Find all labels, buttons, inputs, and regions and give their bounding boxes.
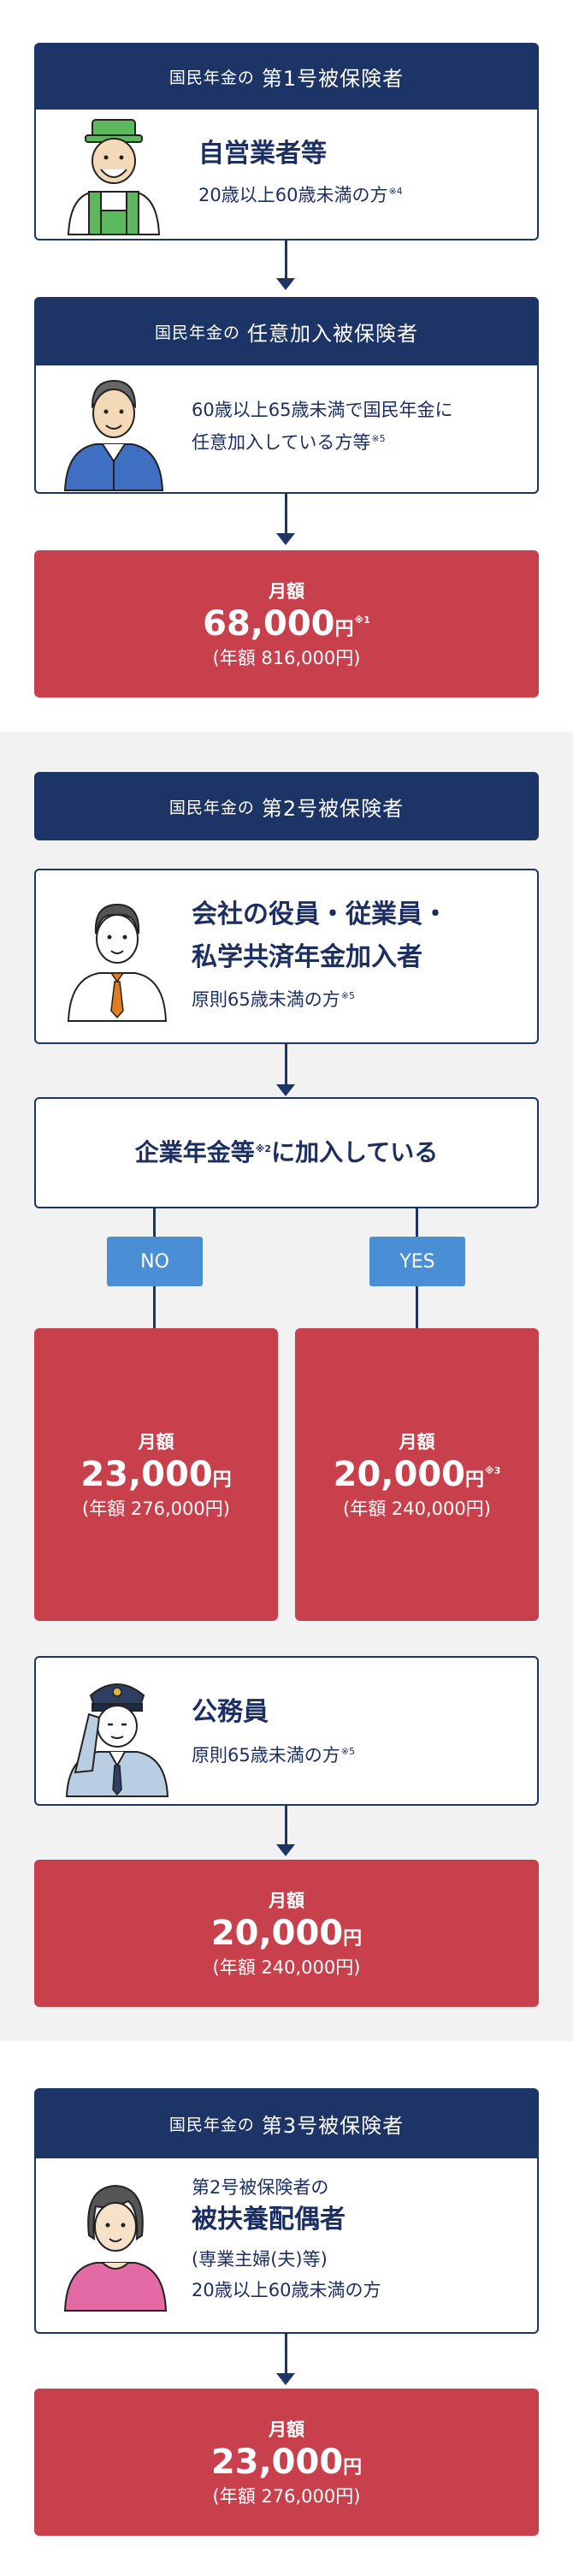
spouse-monthly-premium: 月額 23,000円 (年額 276,000円) (34, 2389, 539, 2536)
card-subtitle: 原則65歳未満の方※5 (192, 989, 355, 1010)
monthly-label: 月額 (269, 581, 304, 602)
annual-amount: (年額 816,000円) (212, 648, 361, 668)
card-title: 被扶養配偶者 (192, 2205, 346, 2235)
annual-amount: (年額 276,000円) (212, 2486, 361, 2507)
monthly-amount: 23,000円 (80, 1455, 232, 1494)
connector-line (285, 240, 287, 280)
connector-line (285, 1806, 287, 1847)
card-line-4: 20歳以上60歳未満の方 (192, 2280, 381, 2300)
section-category-1: 国民年金の 第1号被保険者 自営業者等 20歳以上60歳未満の方※4 国民年金の… (0, 0, 573, 732)
spouse-person-icon (63, 2184, 168, 2312)
header-prefix: 国民年金の (154, 323, 240, 342)
question-box: 企業年金等※2に加入している (34, 1097, 539, 1208)
annual-amount: (年額 240,000円) (212, 1957, 361, 1978)
self-employed-card: 自営業者等 20歳以上60歳未満の方※4 (34, 110, 539, 240)
arrow-down-icon (276, 1084, 295, 1096)
card-line-2: 任意加入している方等※5 (192, 432, 386, 453)
self-employed-person-icon (67, 119, 161, 235)
police-officer-icon (65, 1683, 169, 1797)
section-category-3: 国民年金の 第3号被保険者 第2号被保険者の 被扶養配偶者 (専業主婦(夫)等)… (0, 2041, 573, 2576)
monthly-amount: 68,000円※1 (203, 604, 370, 644)
card-title: 公務員 (192, 1697, 269, 1727)
category-2-header: 国民年金の 第2号被保険者 (34, 772, 539, 840)
arrow-down-icon (276, 2373, 295, 2385)
monthly-label: 月額 (399, 1432, 435, 1452)
header-prefix: 国民年金の (168, 2115, 255, 2134)
card-line-1: 第2号被保険者の (192, 2177, 329, 2198)
monthly-amount: 23,000円 (210, 2442, 363, 2482)
header-title: 任意加入被保険者 (247, 321, 418, 346)
connector-line (285, 1044, 287, 1086)
header-title: 第2号被保険者 (261, 796, 405, 821)
monthly-amount: 20,000円 (210, 1914, 363, 1953)
header-prefix: 国民年金の (168, 798, 255, 817)
card-line-1: 60歳以上65歳未満で国民年金に (192, 400, 453, 420)
yes-monthly-premium: 月額 20,000円※3 (年額 240,000円) (295, 1328, 539, 1621)
card-title: 自営業者等 (198, 139, 327, 169)
card-subtitle: 20歳以上60歳未満の方※4 (198, 185, 403, 205)
header-title: 第1号被保険者 (261, 66, 405, 91)
voluntary-card: 60歳以上65歳未満で国民年金に 任意加入している方等※5 (34, 365, 539, 494)
connector-line (285, 2334, 287, 2377)
arrow-down-icon (276, 278, 295, 290)
monthly-label: 月額 (269, 2419, 304, 2440)
annual-amount: (年額 240,000円) (343, 1499, 491, 1519)
connector-line (285, 494, 287, 535)
no-monthly-premium: 月額 23,000円 (年額 276,000円) (34, 1328, 278, 1621)
office-worker-icon (67, 903, 168, 1022)
monthly-amount: 20,000円※3 (333, 1455, 501, 1494)
company-employee-card: 会社の役員・従業員・ 私学共済年金加入者 原則65歳未満の方※5 (34, 869, 539, 1044)
yes-choice-label: YES (369, 1237, 465, 1286)
annual-amount: (年額 276,000円) (82, 1499, 230, 1519)
card-subtitle: 原則65歳未満の方※5 (192, 1745, 355, 1766)
monthly-label: 月額 (138, 1432, 174, 1452)
arrow-down-icon (276, 533, 295, 545)
voluntary-header: 国民年金の 任意加入被保険者 (34, 297, 539, 365)
category-3-header: 国民年金の 第3号被保険者 (34, 2088, 539, 2158)
monthly-premium-68000: 月額 68,000円※1 (年額 816,000円) (34, 550, 539, 697)
question-text: 企業年金等※2に加入している (134, 1138, 439, 1167)
header-title: 第3号被保険者 (261, 2113, 405, 2138)
civil-servant-card: 公務員 原則65歳未満の方※5 (34, 1656, 539, 1806)
civil-monthly-premium: 月額 20,000円 (年額 240,000円) (34, 1860, 539, 2007)
header-prefix: 国民年金の (168, 68, 255, 87)
card-line-3: (専業主婦(夫)等) (192, 2249, 328, 2270)
card-title-line-2: 私学共済年金加入者 (192, 942, 422, 972)
card-title-line-1: 会社の役員・従業員・ (192, 899, 448, 929)
no-choice-label: NO (107, 1237, 203, 1286)
dependent-spouse-card: 第2号被保険者の 被扶養配偶者 (専業主婦(夫)等) 20歳以上60歳未満の方 (34, 2158, 539, 2334)
elderly-worker-icon (63, 379, 164, 491)
section-category-2: 国民年金の 第2号被保険者 会社の役員・従業員・ 私学共済年金加入者 原則65歳… (0, 732, 573, 2041)
category-1-header: 国民年金の 第1号被保険者 (34, 43, 539, 110)
monthly-label: 月額 (269, 1890, 304, 1911)
arrow-down-icon (276, 1844, 295, 1856)
